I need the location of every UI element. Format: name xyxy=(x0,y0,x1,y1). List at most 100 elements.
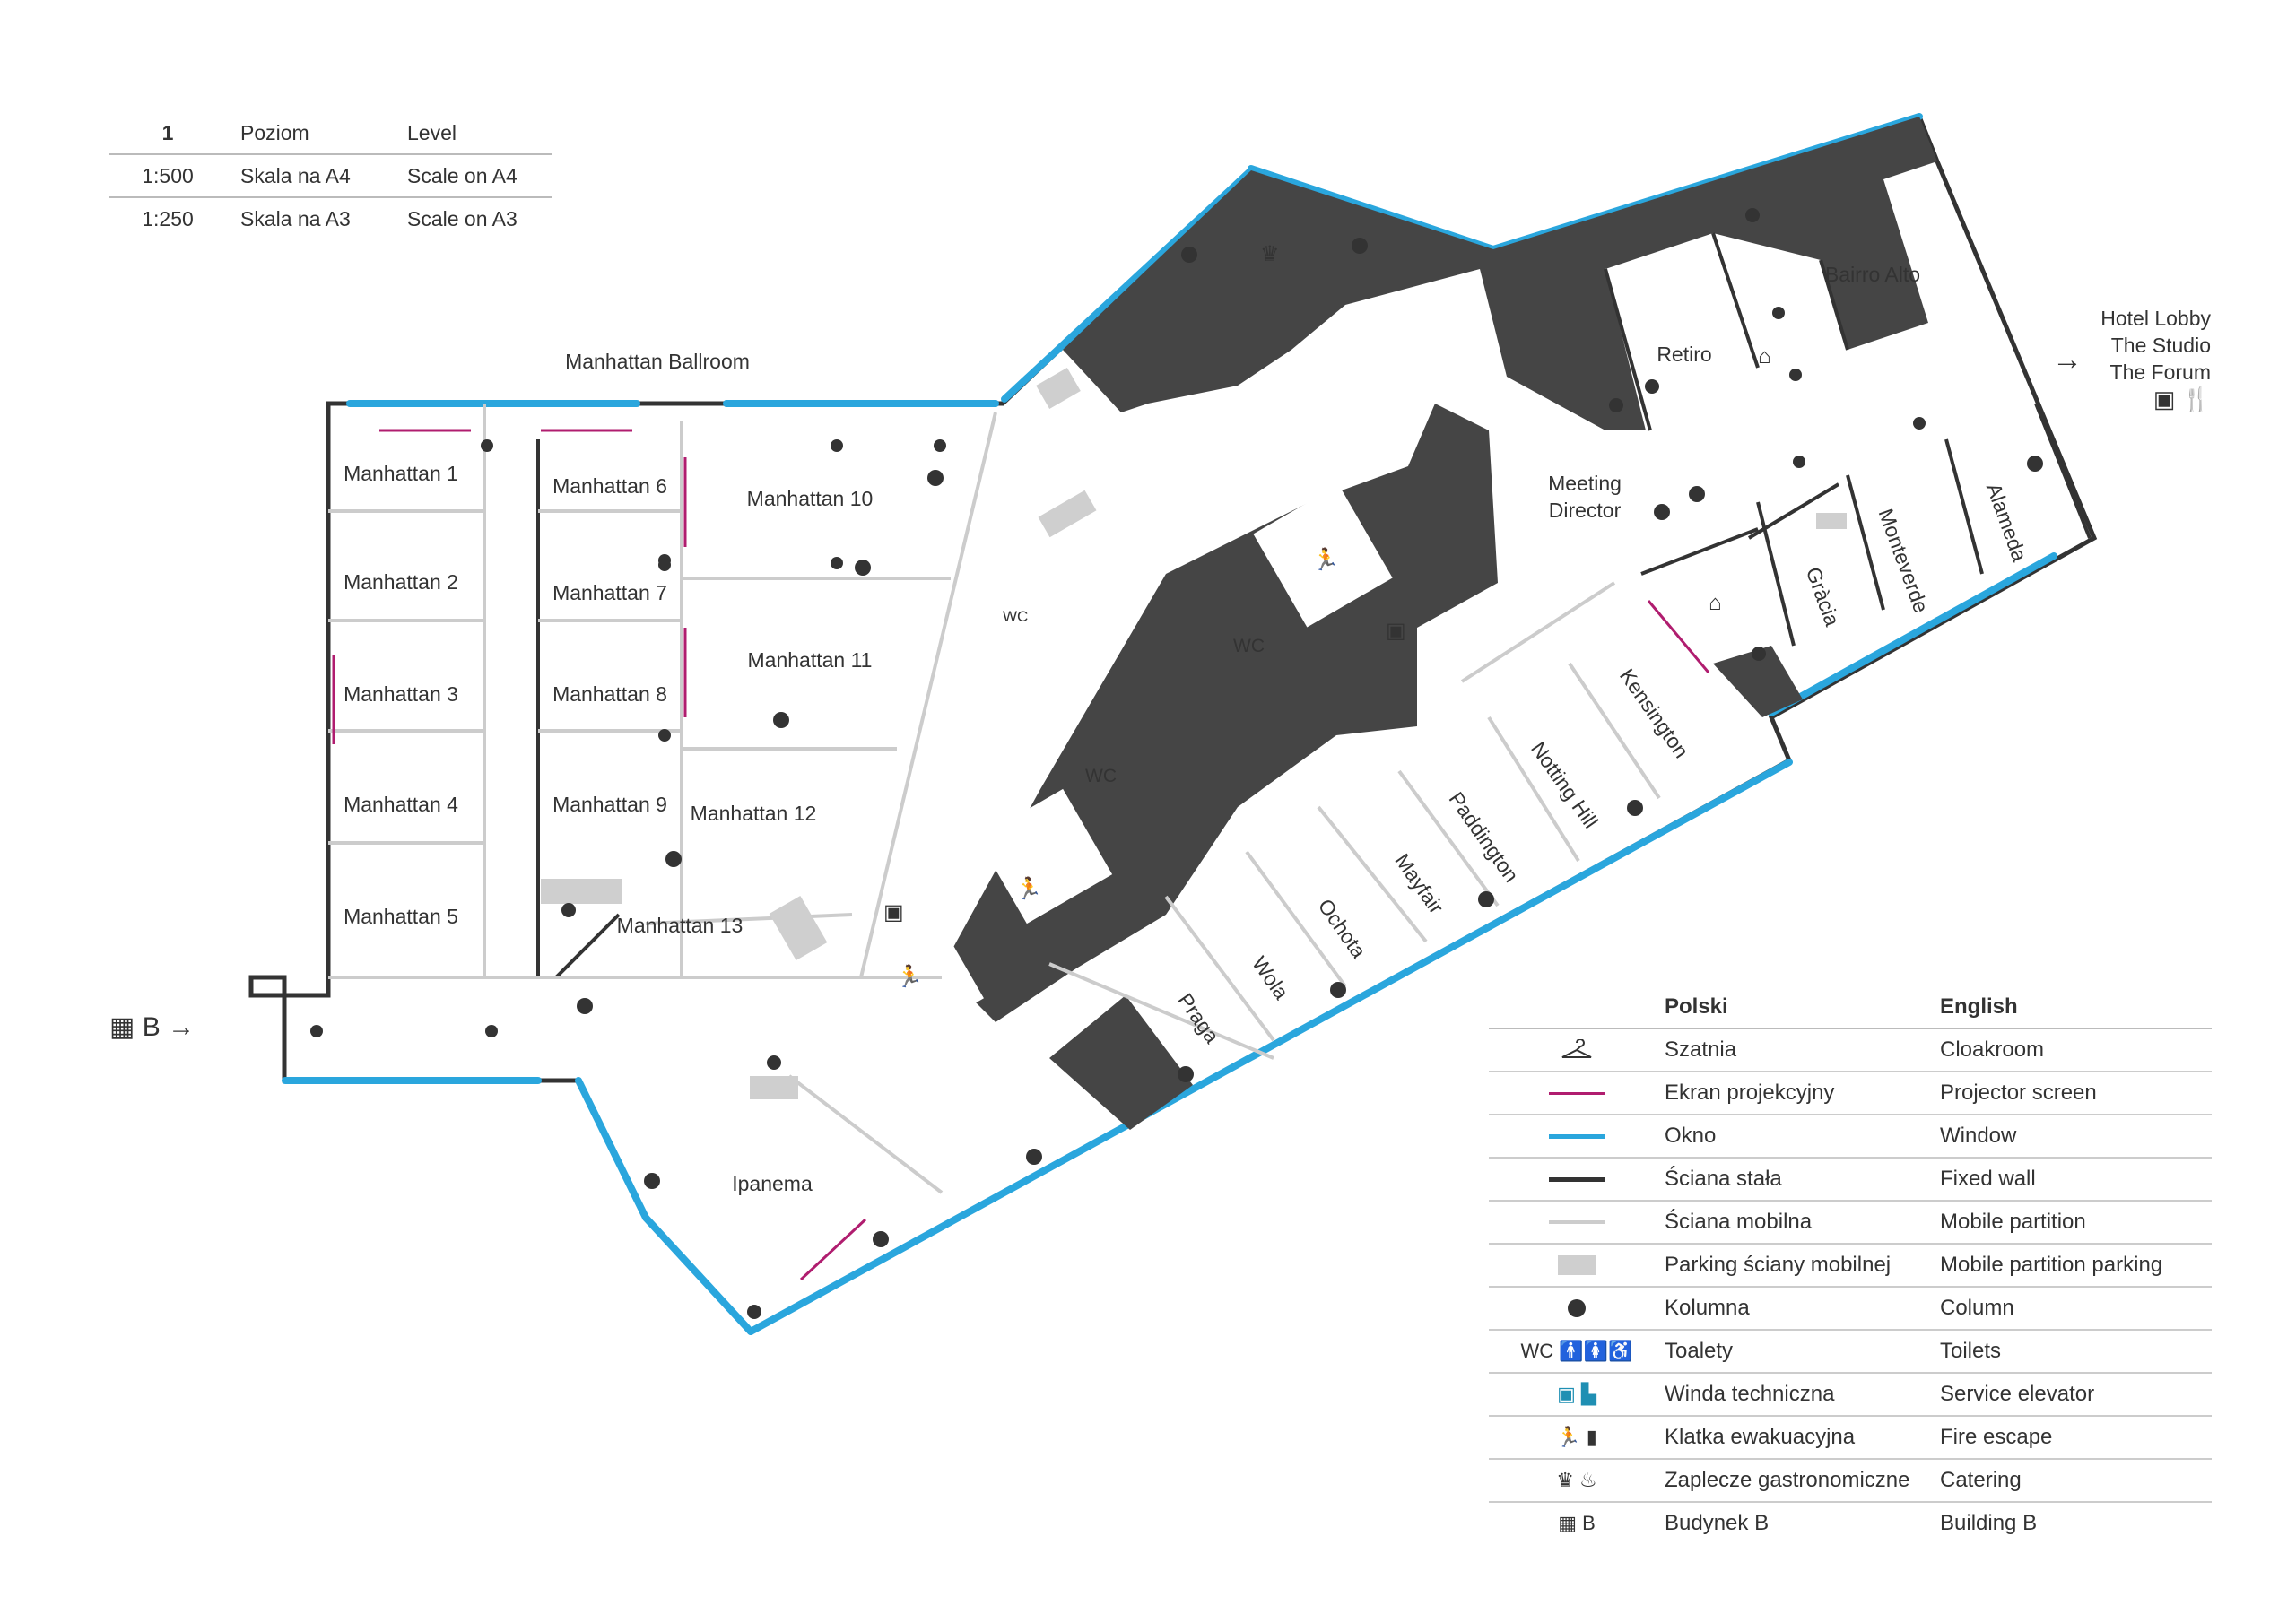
label-meeting: Meeting xyxy=(1548,472,1622,495)
legend-row: Ekran projekcyjny Projector screen xyxy=(1489,1072,2212,1115)
fire-escape-icon: 🏃 xyxy=(1312,547,1339,572)
legend-row: ♛ ♨ Zaplecze gastronomiczne Catering xyxy=(1489,1460,2212,1503)
legend-header: Polski English xyxy=(1489,986,2212,1029)
catering-icon: ♛ ♨ xyxy=(1556,1469,1597,1491)
catering-core xyxy=(1063,117,1937,430)
fire-escape-icon: 🏃 xyxy=(896,964,923,989)
legend-en: Cloakroom xyxy=(1940,1037,2045,1062)
hotel-line: The Studio xyxy=(2110,334,2211,357)
praga-core xyxy=(1049,995,1193,1130)
label-ipanema: Ipanema xyxy=(732,1172,813,1195)
label-bairro-alto: Bairro Alto xyxy=(1825,263,1920,286)
label-manhattan-1: Manhattan 1 xyxy=(344,462,458,485)
arrow-right-icon: → xyxy=(168,1012,196,1042)
legend-row: ▦ B Budynek B Building B xyxy=(1489,1503,2212,1544)
label-manhattan-8: Manhattan 8 xyxy=(552,682,667,706)
legend-pl: Ekran projekcyjny xyxy=(1665,1081,1835,1105)
legend-pl: Winda techniczna xyxy=(1665,1382,1835,1406)
hotel-line: Hotel Lobby xyxy=(2100,307,2211,330)
legend-row: 🏃 ▮ Klatka ewakuacyjna Fire escape xyxy=(1489,1417,2212,1460)
label-manhattan-10: Manhattan 10 xyxy=(747,487,874,510)
legend-pl: Toalety xyxy=(1665,1339,1734,1363)
legend-en: Fire escape xyxy=(1940,1425,2053,1449)
plan-symbols: ♛ ⌂ ⌂ 🏃 🏃 🏃 ▣ ▣ xyxy=(883,242,1771,989)
legend-header-pl: Polski xyxy=(1665,994,1728,1019)
label-director: Director xyxy=(1549,499,1622,522)
label-wc-lower: WC xyxy=(1085,766,1117,786)
fire-escape-icon: 🏃 xyxy=(1015,876,1042,901)
label-manhattan-11: Manhattan 11 xyxy=(748,648,873,672)
label-manhattan-ballroom: Manhattan Ballroom xyxy=(565,350,750,373)
legend-pl: Parking ściany mobilnej xyxy=(1665,1253,1892,1277)
building-letter: B xyxy=(1582,1512,1596,1534)
service-elevator-icon: ▣ ▙ xyxy=(1557,1383,1596,1405)
hotel-directions: Hotel Lobby The Studio The Forum ▣ 🍴 xyxy=(2100,305,2211,412)
restaurant-icon: 🍴 xyxy=(2181,386,2211,412)
scale-table: 1 Poziom Level 1:500 Skala na A4 Scale o… xyxy=(109,112,552,239)
wc-room-2 xyxy=(977,788,1113,924)
legend-en: Column xyxy=(1940,1296,2014,1320)
scale-row: 1:250 Skala na A3 Scale on A3 xyxy=(109,198,552,239)
legend-en: Service elevator xyxy=(1940,1382,2095,1406)
window-swatch xyxy=(1549,1133,1605,1139)
legend-en: Fixed wall xyxy=(1940,1167,2036,1191)
fixed-walls xyxy=(536,232,2092,979)
legend-row: ▣ ▙ Winda techniczna Service elevator xyxy=(1489,1374,2212,1417)
catering-icon: ♛ xyxy=(1260,242,1280,266)
fire-escape-icon: 🏃 ▮ xyxy=(1556,1426,1597,1448)
toilets-wc-text: WC xyxy=(1520,1340,1554,1362)
cloakroom-icon: ⌂ xyxy=(1758,344,1771,369)
level-label-en: Level xyxy=(407,120,457,144)
legend-pl: Okno xyxy=(1665,1124,1717,1148)
legend-row: Kolumna Column xyxy=(1489,1288,2212,1331)
scale-label-pl: Skala na A3 xyxy=(240,206,351,230)
scale-label-en: Scale on A3 xyxy=(407,206,517,230)
legend-en: Projector screen xyxy=(1940,1081,2097,1105)
legend-row: Okno Window xyxy=(1489,1115,2212,1159)
legend-en: Window xyxy=(1940,1124,2017,1148)
legend-en: Building B xyxy=(1940,1511,2038,1535)
building-b-letter: B xyxy=(142,1012,161,1042)
level-label-pl: Poziom xyxy=(240,120,309,144)
label-manhattan-13: Manhattan 13 xyxy=(617,914,744,937)
legend-pl: Zaplecze gastronomiczne xyxy=(1665,1468,1910,1492)
legend-row: WC 🚹🚺♿ Toalety Toilets xyxy=(1489,1331,2212,1374)
fixed-wall-swatch xyxy=(1549,1176,1605,1182)
mobile-partitions xyxy=(328,404,1661,1194)
scale-ratio: 1:250 xyxy=(142,206,194,230)
legend-row: Szatnia Cloakroom xyxy=(1489,1029,2212,1072)
legend-row: Ściana mobilna Mobile partition xyxy=(1489,1202,2212,1245)
label-manhattan-9: Manhattan 9 xyxy=(552,793,667,816)
wc-room-1 xyxy=(1253,484,1393,628)
label-manhattan-7: Manhattan 7 xyxy=(552,581,667,604)
legend-pl: Ściana stała xyxy=(1665,1167,1782,1191)
legend-header-en: English xyxy=(1940,994,2018,1019)
label-manhattan-5: Manhattan 5 xyxy=(344,905,458,928)
column-swatch xyxy=(1568,1299,1586,1317)
legend-en: Mobile partition xyxy=(1940,1210,2086,1234)
legend-pl: Budynek B xyxy=(1665,1511,1770,1535)
arrow-right-icon: → xyxy=(2052,343,2083,377)
label-manhattan-4: Manhattan 4 xyxy=(344,793,458,816)
service-elevator-icon: ▣ xyxy=(1386,619,1406,643)
building-icon: ▦ B xyxy=(1558,1512,1596,1534)
building-b-marker: ▦ B → xyxy=(109,1011,195,1043)
hotel-line: The Forum xyxy=(2109,360,2211,384)
legend-pl: Szatnia xyxy=(1665,1037,1737,1062)
partition-parking xyxy=(541,368,1847,1099)
label-manhattan-3: Manhattan 3 xyxy=(344,682,458,706)
projector-screens xyxy=(332,429,1710,1281)
label-manhattan-12: Manhattan 12 xyxy=(691,802,817,825)
level-number: 1 xyxy=(161,120,174,144)
columns xyxy=(310,208,2043,1319)
legend: Polski English Szatnia Cloakroom Ekran p… xyxy=(1489,986,2212,1544)
legend-en: Catering xyxy=(1940,1468,2022,1492)
partition-parking-swatch xyxy=(1558,1255,1596,1275)
legend-row: Parking ściany mobilnej Mobile partition… xyxy=(1489,1245,2212,1288)
cloakroom-icon xyxy=(1489,1039,1665,1061)
service-elevator-icon: ▣ xyxy=(2152,386,2176,412)
legend-pl: Klatka ewakuacyjna xyxy=(1665,1425,1856,1449)
building-icon: ▦ xyxy=(109,1012,135,1042)
legend-pl: Kolumna xyxy=(1665,1296,1750,1320)
